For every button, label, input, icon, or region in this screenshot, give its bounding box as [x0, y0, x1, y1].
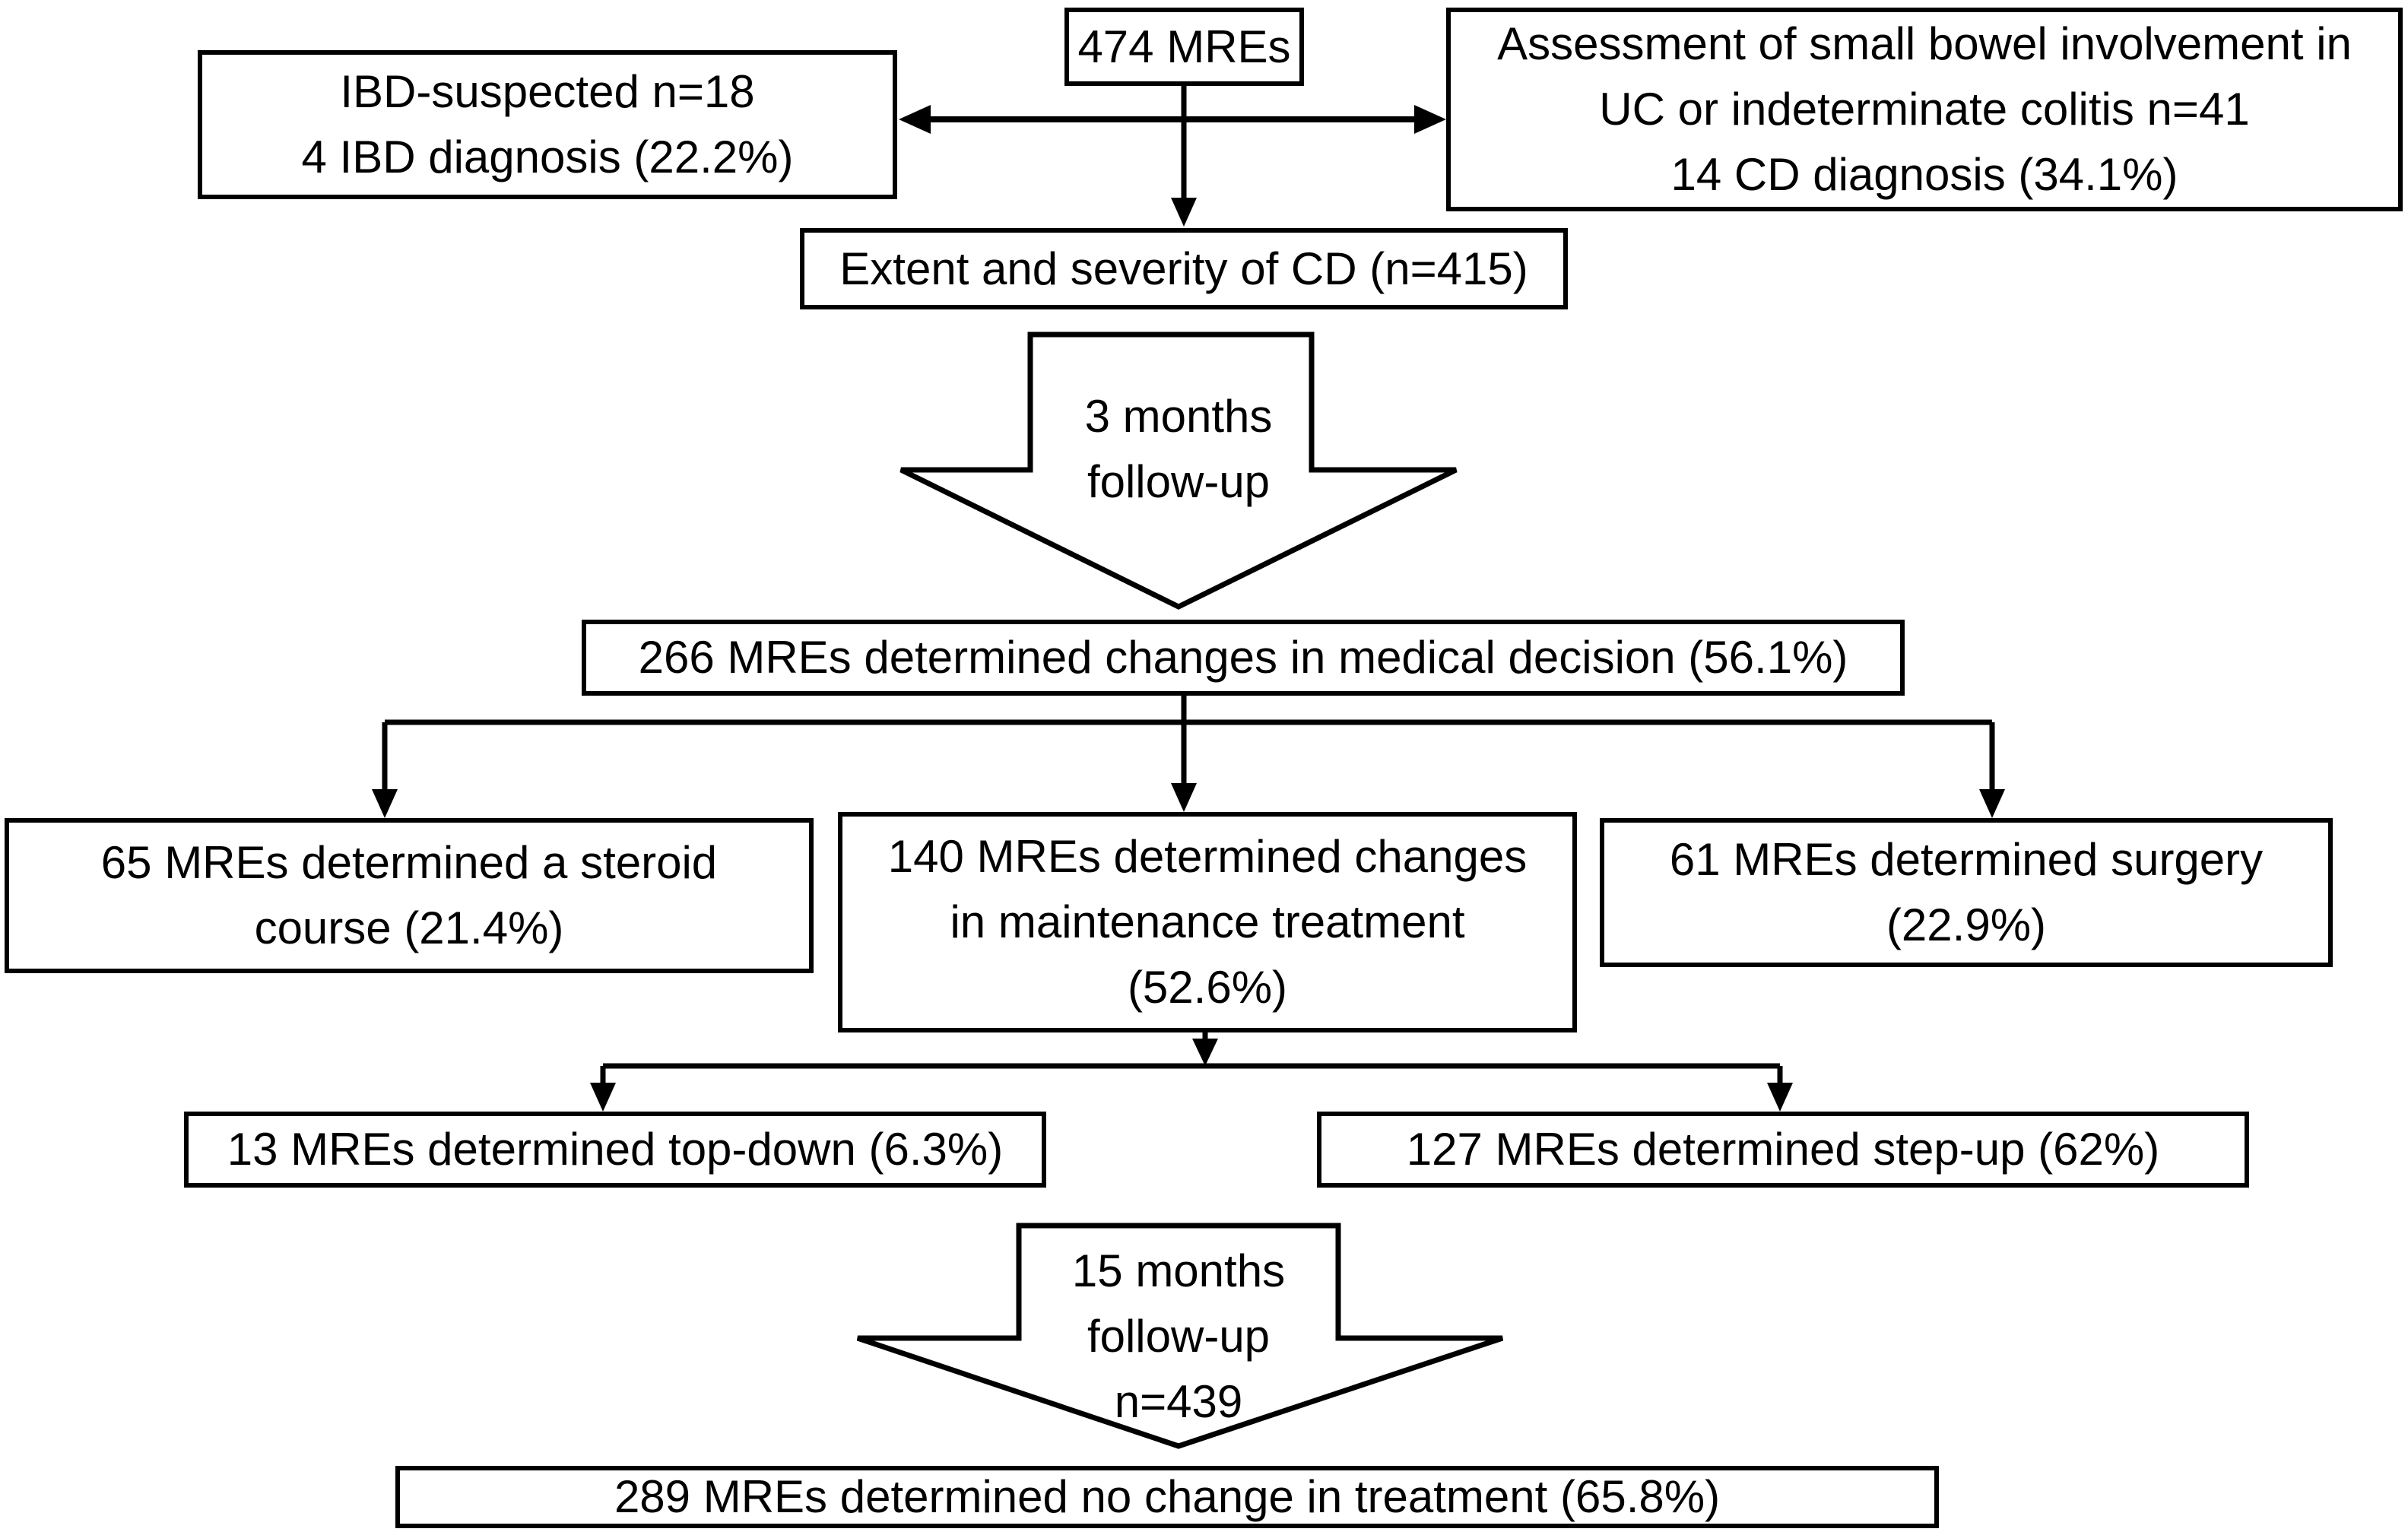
node-top-down-line: 13 MREs determined top-down (6.3%) — [227, 1124, 1004, 1175]
node-extent-severity-line: Extent and severity of CD (n=415) — [839, 243, 1528, 294]
node-medical-decision: 266 MREs determined changes in medical d… — [582, 620, 1905, 696]
label-followup-3-months: 3 months follow-up — [950, 384, 1407, 515]
arrowhead-top-down-icon — [590, 1083, 616, 1112]
label-followup-15m-line3: n=439 — [1114, 1376, 1243, 1427]
node-steroid-course: 65 MREs determined a steroid course (21.… — [5, 818, 814, 973]
node-no-change-line: 289 MREs determined no change in treatme… — [614, 1471, 1721, 1522]
block-arrow-15-months — [856, 1223, 1504, 1449]
node-maintenance-line1: 140 MREs determined changes — [887, 831, 1528, 882]
node-total-mres: 474 MREs — [1064, 8, 1304, 86]
label-followup-15m-line2: follow-up — [1087, 1311, 1271, 1362]
node-uc-assessment-line3: 14 CD diagnosis (34.1%) — [1670, 149, 2178, 200]
node-surgery-line1: 61 MREs determined surgery — [1669, 834, 2264, 885]
arrowhead-split2-icon — [1192, 1039, 1218, 1066]
node-surgery-line2: (22.9%) — [1886, 899, 2047, 950]
node-uc-assessment: Assessment of small bowel involvement in… — [1446, 8, 2403, 211]
arrowhead-right-icon — [1414, 105, 1446, 134]
label-followup-3m-line1: 3 months — [1084, 391, 1273, 442]
node-medical-decision-line: 266 MREs determined changes in medical d… — [638, 632, 1848, 683]
block-arrow-3-months — [899, 331, 1458, 610]
arrowhead-maintenance-icon — [1171, 783, 1197, 812]
node-maintenance-treatment: 140 MREs determined changes in maintenan… — [838, 812, 1577, 1032]
node-steroid-course-line1: 65 MREs determined a steroid — [100, 837, 718, 888]
node-ibd-suspected-line1: IBD-suspected n=18 — [340, 66, 755, 117]
arrowhead-step-up-icon — [1767, 1083, 1793, 1112]
node-total-line: 474 MREs — [1077, 21, 1291, 72]
node-maintenance-line2: in maintenance treatment — [950, 896, 1465, 947]
node-no-change: 289 MREs determined no change in treatme… — [395, 1466, 1939, 1528]
node-steroid-course-line2: course (21.4%) — [254, 902, 564, 953]
node-maintenance-line3: (52.6%) — [1127, 962, 1288, 1013]
label-followup-3m-line2: follow-up — [1087, 456, 1271, 507]
label-followup-15-months: 15 months follow-up n=439 — [950, 1239, 1407, 1435]
arrowhead-left-icon — [899, 105, 931, 134]
arrowhead-steroid-icon — [372, 789, 398, 818]
node-ibd-suspected: IBD-suspected n=18 4 IBD diagnosis (22.2… — [198, 50, 897, 199]
node-ibd-suspected-line2: 4 IBD diagnosis (22.2%) — [301, 132, 794, 182]
node-surgery: 61 MREs determined surgery (22.9%) — [1600, 818, 2333, 967]
node-extent-severity: Extent and severity of CD (n=415) — [800, 228, 1568, 309]
node-top-down: 13 MREs determined top-down (6.3%) — [184, 1112, 1046, 1188]
node-step-up-line: 127 MREs determined step-up (62%) — [1406, 1124, 2160, 1175]
arrowhead-extent-icon — [1171, 198, 1197, 227]
node-step-up: 127 MREs determined step-up (62%) — [1317, 1112, 2249, 1188]
arrowhead-surgery-icon — [1979, 789, 2005, 818]
label-followup-15m-line1: 15 months — [1071, 1245, 1286, 1296]
node-uc-assessment-line1: Assessment of small bowel involvement in — [1497, 18, 2352, 69]
node-uc-assessment-line2: UC or indeterminate colitis n=41 — [1599, 84, 2250, 135]
